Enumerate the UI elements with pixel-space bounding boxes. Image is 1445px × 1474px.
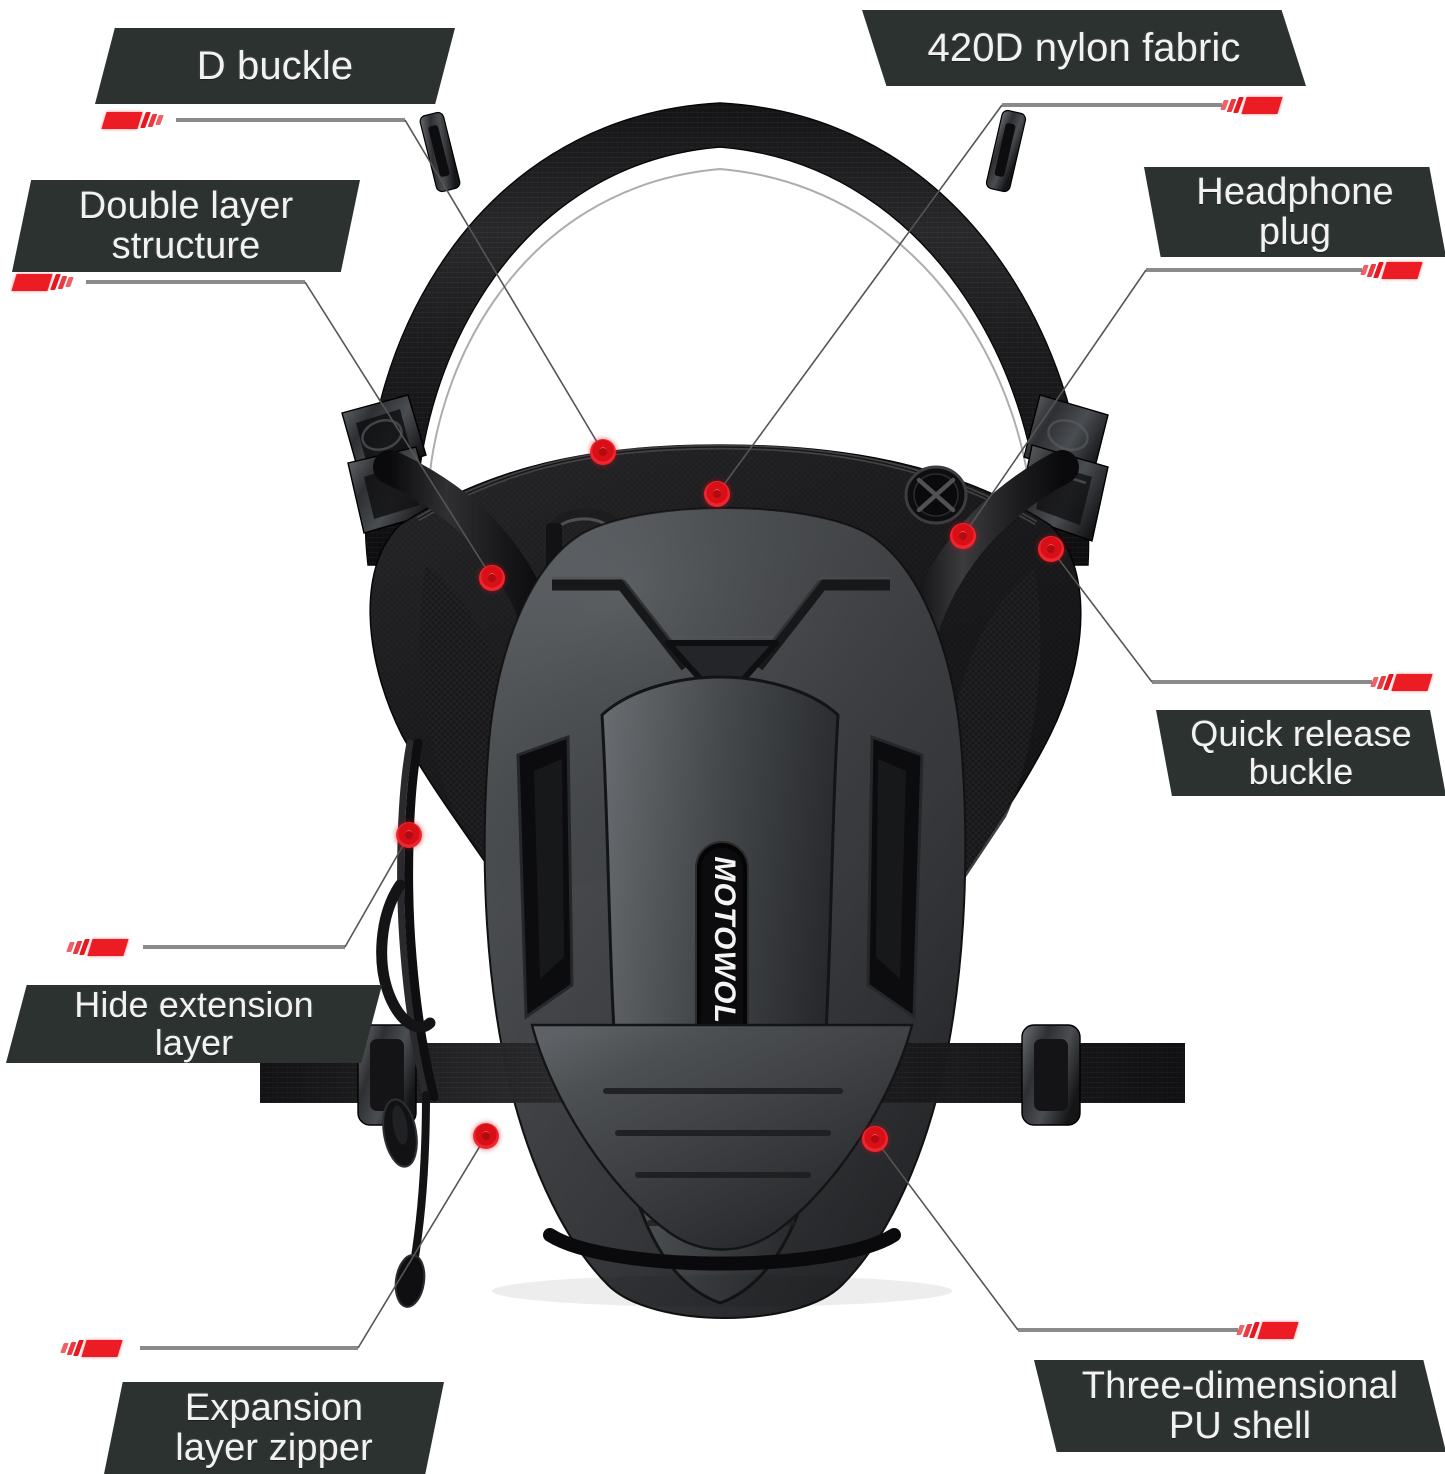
callout-label-420d-nylon-fabric-text: 420D nylon fabric — [927, 25, 1241, 70]
marker-chevrons — [1370, 674, 1394, 690]
callout-label-d-buckle[interactable]: D buckle — [95, 28, 455, 104]
hotspot-expansion-zipper[interactable] — [473, 1123, 499, 1149]
marker-chevrons — [1360, 262, 1384, 278]
marker-chevrons — [66, 939, 90, 955]
hotspot-quick-release[interactable] — [1038, 536, 1064, 562]
marker-bar — [101, 111, 143, 129]
marker-double-layer — [11, 269, 74, 295]
callout-label-hide-extension-layer-text: Hide extension layer — [74, 983, 314, 1063]
marker-bar — [81, 1339, 123, 1357]
marker-bar — [11, 273, 53, 291]
hotspot-headphone-plug[interactable] — [950, 523, 976, 549]
marker-chevrons — [140, 112, 164, 128]
marker-quick-release — [1370, 669, 1433, 695]
hotspot-nylon-fabric[interactable] — [704, 481, 730, 507]
marker-expansion-zipper — [60, 1335, 123, 1361]
marker-bar — [1391, 673, 1433, 691]
marker-bar — [1241, 96, 1283, 114]
callout-label-420d-nylon-fabric[interactable]: 420D nylon fabric — [862, 10, 1306, 86]
hotspot-hide-extension[interactable] — [396, 822, 422, 848]
marker-pu-shell — [1236, 1317, 1299, 1343]
brand-logo: MOTOWOLF — [695, 841, 749, 1059]
marker-hide-extension — [66, 934, 129, 960]
marker-bar — [87, 938, 129, 956]
marker-d-buckle — [101, 107, 164, 133]
marker-bar — [1381, 261, 1423, 279]
svg-text:MOTOWOLF: MOTOWOLF — [708, 856, 741, 1043]
marker-chevrons — [60, 1340, 84, 1356]
marker-chevrons — [1236, 1322, 1260, 1338]
marker-headphone-plug — [1360, 257, 1423, 283]
callout-label-hide-extension-layer[interactable]: Hide extension layer — [6, 985, 382, 1063]
hotspot-double-layer[interactable] — [479, 565, 505, 591]
headphone-port — [904, 465, 968, 525]
callout-label-d-buckle-text: D buckle — [196, 43, 354, 88]
marker-nylon-fabric — [1220, 92, 1283, 118]
hotspot-pu-shell[interactable] — [862, 1126, 888, 1152]
marker-chevrons — [50, 274, 74, 290]
marker-chevrons — [1220, 97, 1244, 113]
product-image-drop-leg-bag: MOTOWOLF — [250, 95, 1195, 1345]
hotspot-d-buckle[interactable] — [590, 439, 616, 465]
marker-bar — [1257, 1321, 1299, 1339]
